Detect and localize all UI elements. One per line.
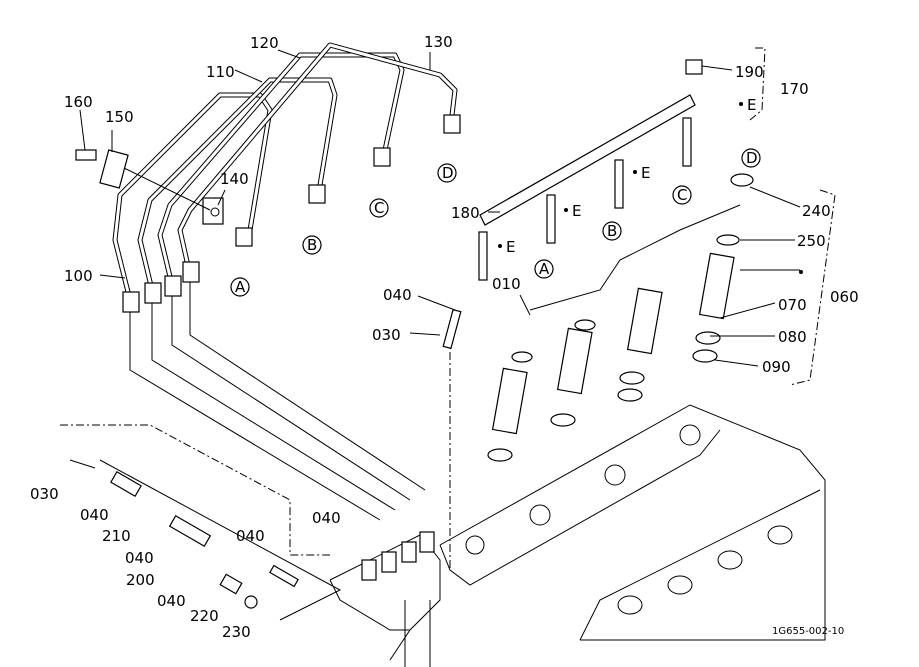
marker-b: B (607, 222, 617, 240)
injection-pipes (112, 42, 461, 521)
group-bracket-060 (789, 189, 836, 386)
label-120[interactable]: 120 (250, 34, 279, 52)
label-060[interactable]: 060 (830, 288, 859, 306)
marker-c: C (374, 199, 384, 217)
marker-e: E (641, 164, 650, 182)
label-030[interactable]: 030 (30, 485, 59, 503)
label-240[interactable]: 240 (802, 202, 831, 220)
label-160[interactable]: 160 (64, 93, 93, 111)
marker-b: B (307, 236, 317, 254)
label-080[interactable]: 080 (778, 328, 807, 346)
marker-e: E (572, 202, 581, 220)
label-040[interactable]: 040 (157, 592, 186, 610)
connection-markers: D C B A D C B A E E E E (230, 96, 803, 297)
nozzle-holders (487, 173, 754, 462)
label-040[interactable]: 040 (125, 549, 154, 567)
label-220[interactable]: 220 (190, 607, 219, 625)
marker-a: A (235, 278, 246, 296)
marker-e: E (747, 96, 756, 114)
label-040[interactable]: 040 (383, 286, 412, 304)
label-090[interactable]: 090 (762, 358, 791, 376)
label-040[interactable]: 040 (236, 527, 265, 545)
pipe-clamp (75, 149, 224, 225)
label-250[interactable]: 250 (797, 232, 826, 250)
label-070[interactable]: 070 (778, 296, 807, 314)
marker-a: A (539, 260, 550, 278)
label-100[interactable]: 100 (64, 267, 93, 285)
label-200[interactable]: 200 (126, 571, 155, 589)
label-230[interactable]: 230 (222, 623, 251, 641)
label-110[interactable]: 110 (206, 63, 235, 81)
label-010[interactable]: 010 (492, 275, 521, 293)
label-130[interactable]: 130 (424, 33, 453, 51)
label-040[interactable]: 040 (80, 506, 109, 524)
label-180[interactable]: 180 (451, 204, 480, 222)
cylinder-head (439, 404, 826, 641)
label-170[interactable]: 170 (780, 80, 809, 98)
label-150[interactable]: 150 (105, 108, 134, 126)
drawing-code: 1G655-002-10 (772, 626, 844, 637)
marker-e: E (506, 238, 515, 256)
leak-off-parts (60, 308, 462, 621)
part-labels: 120 110 130 160 150 140 100 190 170 180 … (30, 33, 859, 641)
marker-d: D (442, 164, 454, 182)
label-210[interactable]: 210 (102, 527, 131, 545)
leader-lines (79, 49, 801, 367)
group-bracket-170 (749, 47, 766, 121)
marker-c: C (677, 186, 687, 204)
marker-d: D (746, 149, 758, 167)
label-030[interactable]: 030 (372, 326, 401, 344)
glow-plug-lead (478, 59, 703, 281)
label-040[interactable]: 040 (312, 509, 341, 527)
label-190[interactable]: 190 (735, 63, 764, 81)
injection-pump (329, 531, 441, 667)
label-140[interactable]: 140 (220, 170, 249, 188)
